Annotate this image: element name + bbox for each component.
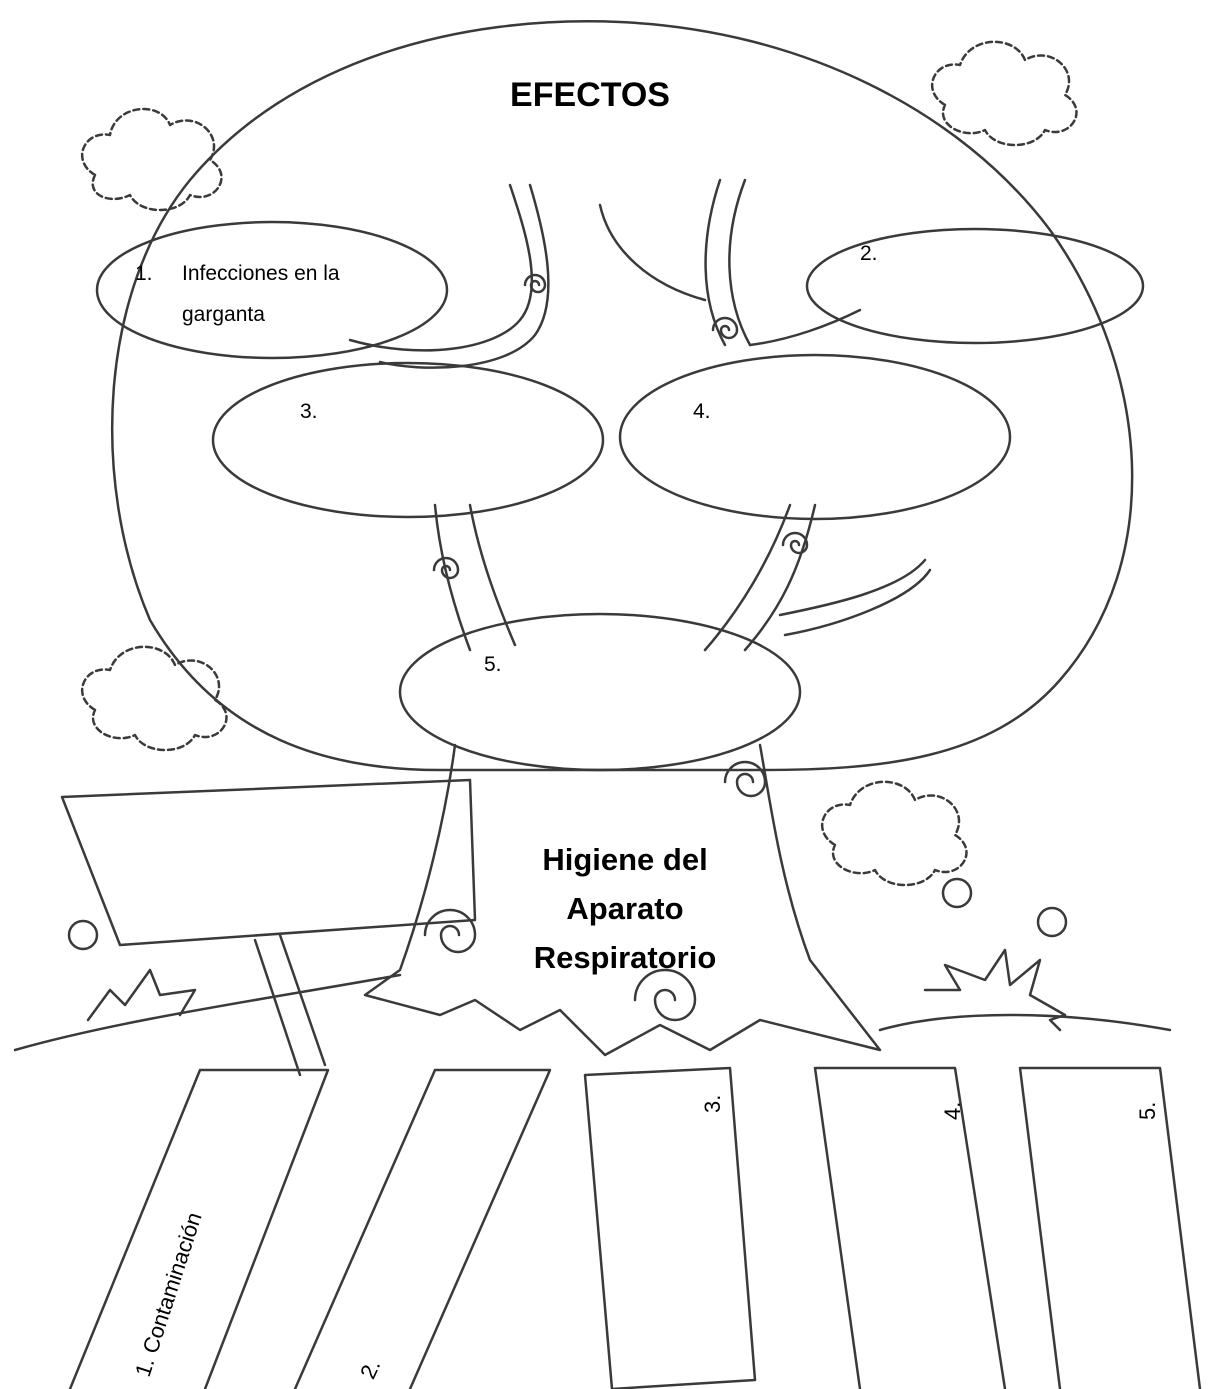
cloud-right [931,40,1078,147]
trunk-title-line2: Aparato [566,891,684,926]
branch-upper-left [348,183,534,352]
cloud-lower-left [81,645,228,752]
cause-strip-1 [68,1068,330,1389]
cause-5-label: 5. [1135,1101,1160,1120]
branch-upper-mid [704,178,727,347]
cause-3-label: 3. [700,1094,725,1113]
grass-decoration [86,968,197,1022]
branch-upper-right [748,308,862,347]
cause-strip-4 [813,1066,1007,1389]
spiral-decoration [432,556,460,580]
trunk-title-line1: Higiene del [542,842,708,877]
spiral-decoration [781,531,809,555]
branch-lower-right [703,503,792,652]
effect-1-text-line2: garganta [182,303,265,326]
effect-ellipse-5 [398,612,802,772]
cause-strip-3 [583,1066,757,1389]
cloud-left [81,107,223,212]
effect-2-number: 2. [860,242,878,265]
effect-3-number: 3. [300,400,318,423]
branch-upper-left-inner [378,183,550,369]
effect-4-number: 4. [693,400,711,423]
trunk-title-line3: Respiratorio [533,940,717,975]
effect-ellipse-1 [95,220,449,360]
branch-side-right-inner [783,568,932,637]
branch-lower-left-inner [468,503,517,647]
branch-upper-mid-inner [728,178,752,347]
sign-board [60,778,477,947]
tree-trunk [363,743,882,1057]
flower-decoration [1036,906,1068,938]
sign-post [253,933,327,1077]
effect-1-number: 1. [135,262,153,285]
effect-5-number: 5. [484,653,502,676]
cause-strip-2 [293,1068,552,1389]
effect-ellipse-3 [211,361,605,519]
diagram-title: EFECTOS [510,76,670,114]
cause-4-label: 4. [940,1101,965,1120]
effect-1-text: Infecciones en la [182,262,340,285]
cloud-lower-right [821,780,968,887]
branch-side-right [778,558,927,617]
trunk-title: Higiene del Aparato Respiratorio [520,835,730,982]
branch-side-left [598,203,707,302]
effect-ellipse-2 [805,227,1145,345]
spiral-decoration [711,316,739,340]
spiral-decoration [423,908,477,954]
spiral-decoration [633,968,697,1022]
grass-decoration [923,948,1067,1032]
canopy-outline [111,20,1134,772]
ground-line [878,1013,1172,1032]
flower-decoration [67,919,99,951]
spiral-decoration [723,760,767,798]
branch-lower-right-inner [743,503,817,652]
flower-decoration [941,877,973,909]
spiral-decoration [523,273,547,294]
cause-strip-5 [1018,1066,1202,1389]
ground-line [13,973,402,1052]
effect-ellipse-4 [618,353,1012,521]
